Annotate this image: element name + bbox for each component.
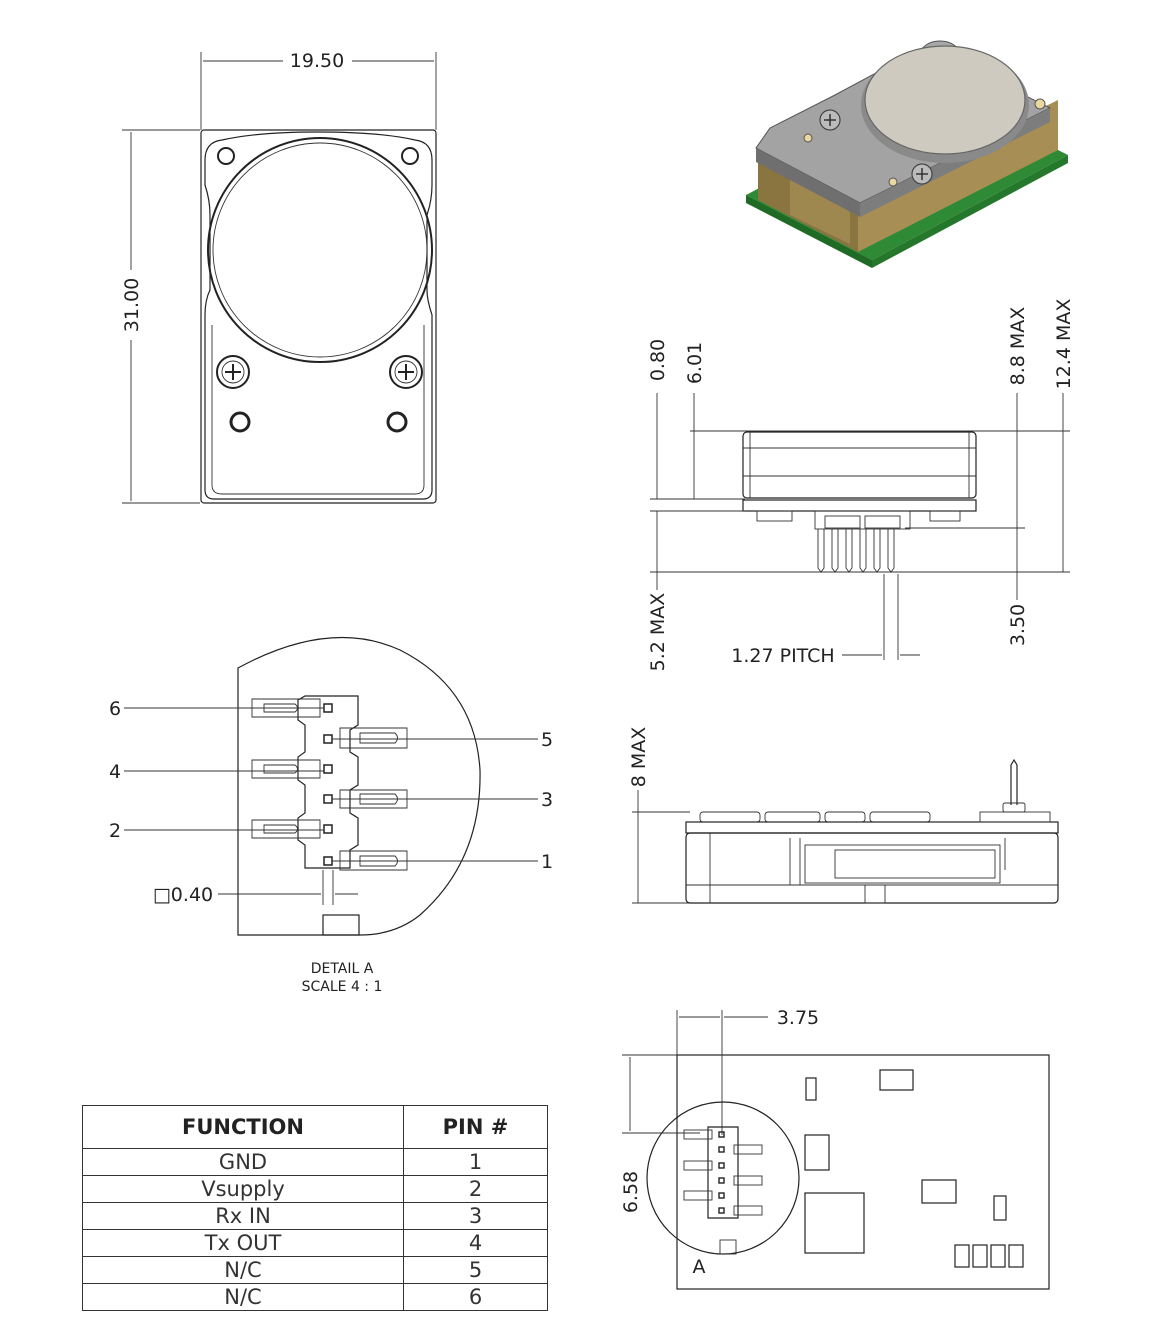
dimension-3-75: 3.75: [777, 1007, 819, 1029]
pin-function-table: FUNCTION PIN # GND 1 Vsupply 2 Rx IN 3 T…: [82, 1105, 548, 1311]
function-cell: Vsupply: [82, 1175, 404, 1203]
top-view: 19.50 31.00: [121, 50, 437, 504]
pin-label-6: 6: [109, 698, 121, 720]
table-header-row: FUNCTION PIN #: [82, 1105, 548, 1149]
dimension-8-max: 8 MAX: [628, 727, 650, 788]
pin-label-3: 3: [541, 789, 553, 811]
pin-cell: 3: [403, 1202, 548, 1230]
dimension-6-58: 6.58: [620, 1171, 642, 1213]
detail-scale: SCALE 4 : 1: [302, 979, 383, 995]
pin-label-2: 2: [109, 820, 121, 842]
dimension-3-50: 3.50: [1007, 604, 1029, 646]
detail-title: DETAIL A: [311, 961, 374, 977]
table-row: Tx OUT 4: [82, 1229, 548, 1257]
table-row: N/C 6: [82, 1283, 548, 1311]
header-pin: PIN #: [403, 1105, 548, 1149]
pin-cell: 6: [403, 1283, 548, 1311]
dimension-0-80: 0.80: [647, 339, 669, 381]
function-cell: N/C: [82, 1256, 404, 1284]
dimension-8-8-max: 8.8 MAX: [1007, 307, 1029, 386]
detail-reference-a: A: [693, 1256, 706, 1278]
pitch-label: 1.27 PITCH: [731, 645, 834, 667]
pin-label-4: 4: [109, 761, 121, 783]
pad-size-dimension: □0.40: [153, 884, 213, 906]
function-cell: Rx IN: [82, 1202, 404, 1230]
side-view: 0.80 6.01 8.8 MAX 12.4 MAX 5.2 MAX 3.50 …: [647, 299, 1075, 672]
table-row: N/C 5: [82, 1256, 548, 1284]
pin-label-1: 1: [541, 851, 553, 873]
width-dimension: 19.50: [290, 50, 344, 72]
height-dimension: 31.00: [121, 278, 143, 332]
pin-cell: 4: [403, 1229, 548, 1257]
function-cell: Tx OUT: [82, 1229, 404, 1257]
detail-a: 6 4 2 5 3 1 □0.40 DETAIL A SCALE 4 : 1: [109, 637, 553, 995]
table-row: Rx IN 3: [82, 1202, 548, 1230]
function-cell: N/C: [82, 1283, 404, 1311]
pin-cell: 1: [403, 1148, 548, 1176]
isometric-render: [746, 40, 1068, 268]
table-row: Vsupply 2: [82, 1175, 548, 1203]
dimension-5-2-max: 5.2 MAX: [647, 593, 669, 672]
pin-label-5: 5: [541, 729, 553, 751]
pin-cell: 5: [403, 1256, 548, 1284]
dimension-6-01: 6.01: [684, 342, 706, 384]
pin-cell: 2: [403, 1175, 548, 1203]
table-row: GND 1: [82, 1148, 548, 1176]
end-view: 8 MAX: [628, 727, 1059, 904]
header-function: FUNCTION: [82, 1105, 404, 1149]
bottom-view: 3.75 6.58 A: [620, 1007, 1050, 1290]
dimension-12-4-max: 12.4 MAX: [1053, 299, 1075, 390]
function-cell: GND: [82, 1148, 404, 1176]
